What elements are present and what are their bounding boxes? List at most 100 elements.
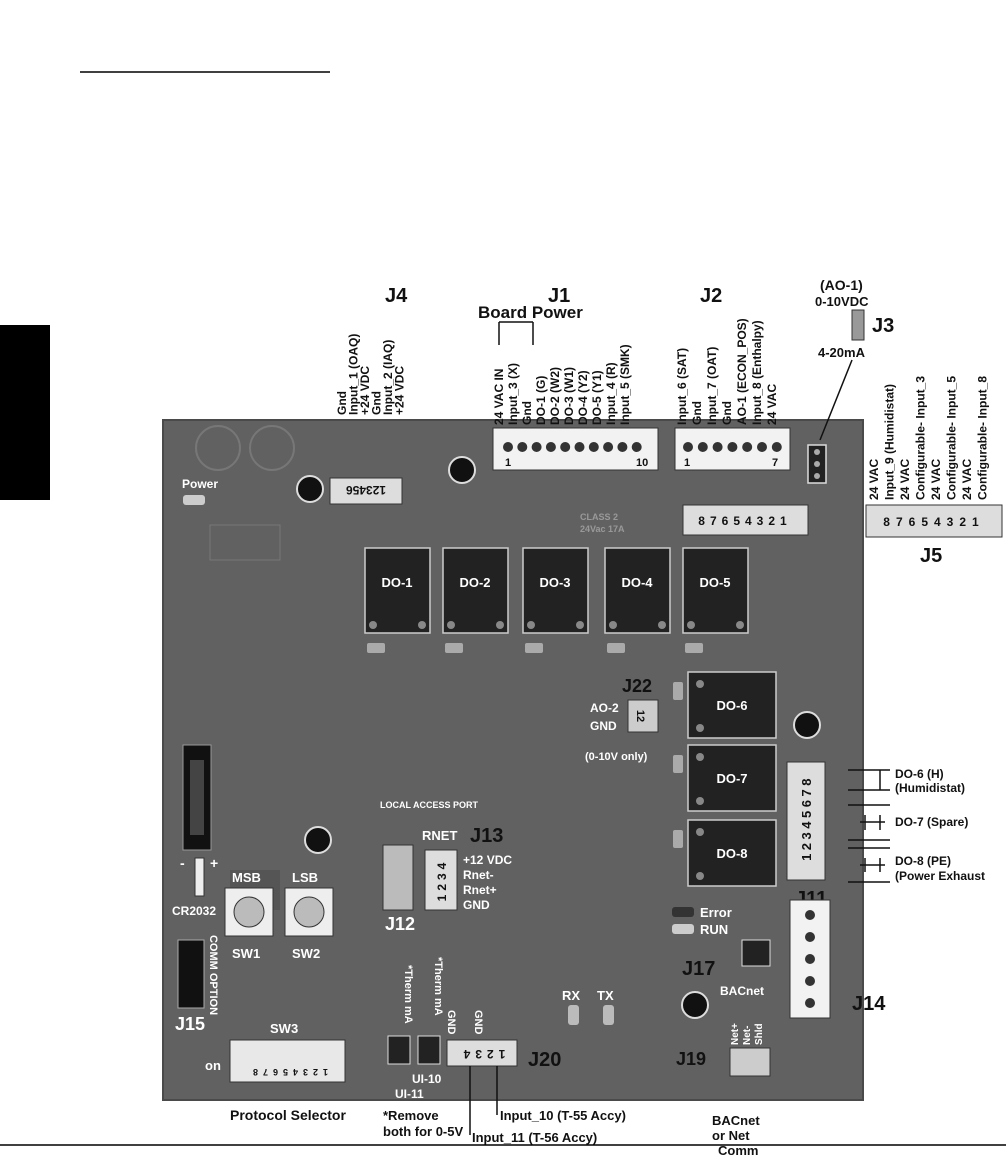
sw3-dip-switch[interactable] — [229, 1039, 346, 1083]
j14-pin — [805, 910, 815, 920]
tx-led — [603, 1005, 614, 1025]
board-power-label: Board Power — [478, 303, 583, 322]
j19-connector — [729, 1047, 771, 1077]
run-label: RUN — [700, 922, 728, 937]
j4-pin-label-1: Gnd — [335, 391, 349, 415]
j4-pin-label-3: +24 VDC — [358, 366, 372, 415]
j1-pin — [560, 442, 571, 452]
relays-row: DO-1 DO-2 DO-3 DO-4 DO-5 — [364, 547, 749, 653]
j22-gnd-label: GND — [590, 719, 617, 733]
j2-pin — [697, 442, 708, 452]
j20-gnd-label-1: GND — [445, 1010, 457, 1035]
j15-title: J15 — [175, 1014, 205, 1034]
j1-pin-label-8: DO-5 (Y1) — [590, 370, 604, 425]
protocol-selector-label: Protocol Selector — [230, 1107, 346, 1123]
j2-pin — [712, 442, 723, 452]
j20-connector — [446, 1039, 518, 1067]
j1-pin — [545, 442, 556, 452]
rotary-dial-lsb — [293, 896, 325, 928]
j20-pin-numbers: 1234 — [459, 1047, 506, 1061]
ui11-label: UI-11 — [395, 1087, 424, 1101]
msb-label: MSB — [232, 870, 261, 885]
j14-pin — [805, 932, 815, 942]
board-ghost-rect — [209, 524, 281, 561]
j3-jumper — [851, 309, 865, 341]
j1-pin — [631, 442, 642, 452]
remove-note-2: both for 0-5V — [383, 1124, 463, 1139]
bacnet-pin-1: Net+ — [730, 1023, 741, 1045]
j13-connector — [424, 849, 458, 911]
bacnet-pin-labels: Net+Net-Shld — [730, 1023, 765, 1045]
do7-callout: DO-7 (Spare) — [895, 815, 968, 829]
j1-pin — [503, 442, 513, 452]
j20-callout-lines — [469, 1066, 498, 1135]
comm-option-label: COMM OPTION — [207, 935, 219, 1015]
bacnet-board-label: BACnet — [720, 984, 764, 998]
j5-pin-label-2: Input_9 (Humidistat) — [883, 384, 897, 500]
j2-pin-label-1: Input_6 (SAT) — [675, 348, 689, 425]
bacnet-callout-3: Comm — [718, 1143, 758, 1158]
mounting-hole — [681, 991, 709, 1019]
j1-last-pin: 10 — [636, 457, 648, 469]
j3-pin — [814, 449, 820, 455]
sw1-label: SW1 — [232, 946, 260, 961]
j2-pin — [742, 442, 753, 452]
j1-pin-label-1: 24 VAC IN — [492, 369, 506, 425]
relay-do-3: DO-3 — [522, 547, 589, 653]
ao1-label: (AO-1) — [820, 277, 863, 293]
j5-connector: 87654321 — [865, 504, 1003, 538]
j13-title: J13 — [470, 825, 503, 847]
battery-clip — [190, 760, 204, 835]
comm-option-connector — [177, 939, 205, 1009]
ui10-jumper[interactable] — [417, 1035, 441, 1065]
lsb-label: LSB — [292, 870, 318, 885]
j12-connector[interactable] — [382, 844, 414, 911]
rnet-label: RNET — [422, 828, 457, 843]
board-ghost-circle — [249, 425, 295, 471]
j1-pin-label-3: Gnd — [520, 401, 534, 425]
therm-ma-label-2: *Therm mA — [432, 957, 444, 1016]
j11-connector — [786, 761, 826, 881]
remove-note-1: *Remove — [383, 1108, 439, 1123]
sw2-label: SW2 — [292, 946, 320, 961]
j14-pin — [805, 954, 815, 964]
mounting-hole — [296, 475, 324, 503]
j2-pins — [683, 442, 782, 452]
rnet-pin-2: Rnet- — [463, 868, 494, 882]
j2-pin-label-7: 24 VAC — [765, 384, 779, 425]
j2-pin-label-2: Gnd — [690, 401, 704, 425]
j17-connector[interactable] — [741, 939, 771, 967]
power-led — [183, 495, 205, 505]
svg-text:DO-3: DO-3 — [539, 575, 570, 590]
power-exhaust-callout: (Power Exhaust — [895, 869, 985, 883]
j4-pin-label-4: Gnd — [370, 391, 384, 415]
j3-pin — [814, 473, 820, 479]
j3-pointer — [819, 359, 853, 441]
battery-cell — [194, 857, 205, 897]
ui11-jumper[interactable] — [387, 1035, 411, 1065]
run-led — [672, 924, 694, 934]
j5-pin-numbers: 87654321 — [883, 515, 984, 529]
j13-pin-numbers: 1234 — [435, 859, 449, 902]
j11-pin-numbers: 12345678 — [799, 775, 814, 861]
svg-text:DO-5: DO-5 — [699, 575, 730, 590]
j5-title: J5 — [920, 545, 942, 567]
j5-pin-label-7: 24 VAC — [960, 459, 974, 500]
j5-pin-label-4: Configurable- Input_3 — [914, 376, 928, 500]
j1-pin-label-4: DO-1 (G) — [534, 376, 548, 425]
rnet-pin-4: GND — [463, 898, 490, 912]
battery-plus: + — [210, 855, 218, 871]
j5-pin-label-3: 24 VAC — [898, 459, 912, 500]
j22-note: (0-10V only) — [585, 751, 648, 763]
j14-pin — [805, 976, 815, 986]
relay-do-4: DO-4 — [604, 547, 671, 653]
j1-pin — [588, 442, 599, 452]
class2-mark: CLASS 2 — [580, 512, 618, 522]
j5-pin-label-6: Configurable- Input_5 — [945, 376, 959, 500]
battery-label: CR2032 — [172, 904, 216, 918]
do8-callout: DO-8 (PE) — [895, 854, 951, 868]
ui10-label: UI-10 — [412, 1072, 442, 1086]
relay-do-1: DO-1 — [364, 547, 431, 653]
svg-text:DO-2: DO-2 — [459, 575, 490, 590]
